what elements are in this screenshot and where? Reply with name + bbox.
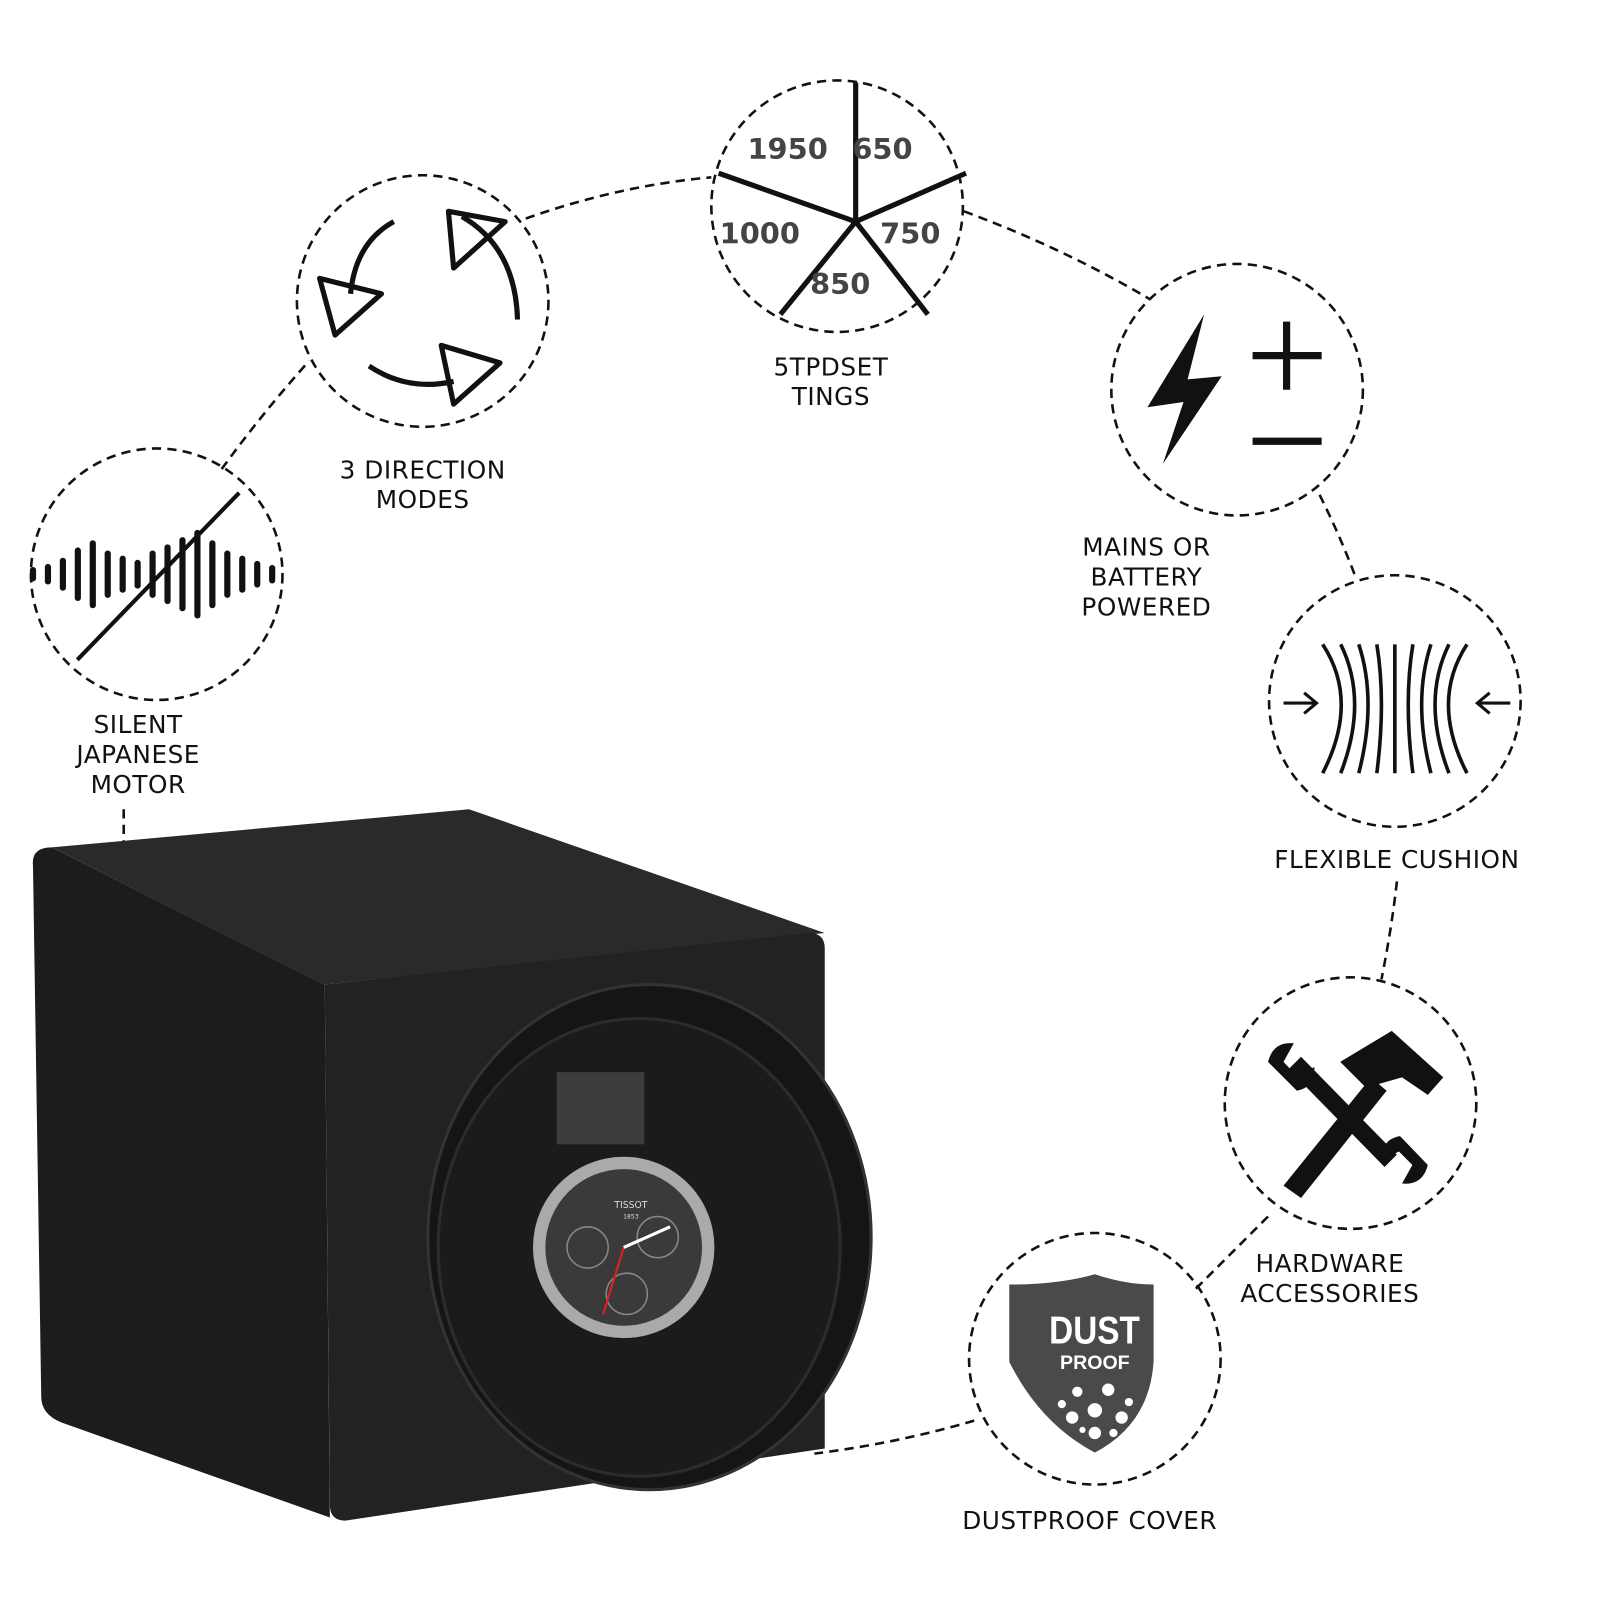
svg-text:TINGS: TINGS xyxy=(791,382,870,411)
connector xyxy=(963,210,1151,301)
shield-badge-text: PROOF xyxy=(1060,1352,1130,1374)
feature-label: JAPANESE xyxy=(74,740,200,769)
svg-text:3 DIRECTION: 3 DIRECTION xyxy=(340,455,506,484)
dashed-ring xyxy=(710,79,965,334)
watch-brand: TISSOT xyxy=(613,1200,647,1211)
feature-power: MAINS OR BATTERY POWERED xyxy=(1081,262,1365,621)
dashed-ring xyxy=(1110,262,1365,517)
dashed-ring xyxy=(1267,573,1522,829)
tpd-value: 850 xyxy=(810,267,870,301)
tpd-value: 750 xyxy=(880,216,940,250)
svg-text:POWERED: POWERED xyxy=(1081,592,1211,621)
dashed-ring xyxy=(295,173,550,429)
feature-label: 5TPDSET xyxy=(773,352,888,381)
connector-lines xyxy=(122,176,1399,1455)
feature-label: MAINS OR xyxy=(1082,533,1210,562)
lightning-icon xyxy=(1147,314,1222,464)
svg-text:MODES: MODES xyxy=(376,485,470,514)
flexible-cushion-icon xyxy=(1321,643,1469,775)
svg-text:ACCESSORIES: ACCESSORIES xyxy=(1240,1279,1419,1308)
svg-text:MAINS OR: MAINS OR xyxy=(1082,533,1210,562)
sound-wave-muted-icon xyxy=(29,529,276,619)
tpd-value: 1950 xyxy=(747,132,827,166)
tpd-pie-icon xyxy=(717,82,968,317)
inward-arrows-icon xyxy=(1283,691,1511,715)
feature-label: DUSTPROOF COVER xyxy=(962,1506,1217,1535)
dust-proof-shield-icon xyxy=(1009,1274,1154,1453)
feature-label: FLEXIBLE CUSHION xyxy=(1274,845,1519,874)
dashed-ring xyxy=(967,1231,1222,1486)
svg-text:SILENT: SILENT xyxy=(94,710,183,739)
connector xyxy=(1318,494,1357,578)
dust-particles-icon xyxy=(1057,1383,1133,1440)
svg-text:FLEXIBLE CUSHION: FLEXIBLE CUSHION xyxy=(1274,845,1519,874)
feature-hardware: HARDWARE ACCESSORIES xyxy=(1223,976,1478,1308)
plus-minus-icon xyxy=(1252,321,1322,445)
watch: TISSOT 1853 xyxy=(532,1156,715,1339)
connector xyxy=(814,1419,975,1455)
feature-cushion: FLEXIBLE CUSHION xyxy=(1267,573,1522,874)
feature-label: BATTERY xyxy=(1091,563,1203,592)
connector xyxy=(1194,1215,1269,1290)
feature-label: POWERED xyxy=(1081,592,1211,621)
feature-direction-modes: 3 DIRECTION MODES xyxy=(295,173,550,514)
feature-dustproof: DUST PROOF DUSTPROOF COVER xyxy=(962,1231,1222,1535)
feature-silent-motor: SILENT JAPANESE MOTOR xyxy=(29,447,284,799)
feature-label: 3 DIRECTION xyxy=(340,455,506,484)
dashed-ring xyxy=(1223,976,1478,1231)
feature-label: MODES xyxy=(376,485,470,514)
svg-text:5TPDSET: 5TPDSET xyxy=(773,352,888,381)
feature-label: ACCESSORIES xyxy=(1240,1279,1419,1308)
connector xyxy=(1380,881,1399,980)
feature-label: MOTOR xyxy=(91,770,186,799)
shield-badge-text: DUST xyxy=(1049,1308,1140,1352)
watch-strap xyxy=(556,1072,645,1145)
feature-label: TINGS xyxy=(791,382,870,411)
svg-text:JAPANESE: JAPANESE xyxy=(74,740,200,769)
svg-text:BATTERY: BATTERY xyxy=(1091,563,1203,592)
connector xyxy=(525,176,712,220)
feature-speed-settings: 1950 650 750 850 1000 5TPDSET TINGS xyxy=(710,79,968,411)
watch-year: 1853 xyxy=(623,1214,639,1221)
svg-text:DUSTPROOF COVER: DUSTPROOF COVER xyxy=(962,1506,1217,1535)
connector xyxy=(220,359,311,470)
wrench-hammer-icon xyxy=(1268,1030,1444,1198)
watch-winder-product: TISSOT 1853 xyxy=(32,809,873,1521)
rotation-arrows-icon xyxy=(317,208,521,407)
feature-label: HARDWARE xyxy=(1256,1249,1405,1278)
feature-label: SILENT xyxy=(94,710,183,739)
tpd-value: 650 xyxy=(852,132,912,166)
svg-text:MOTOR: MOTOR xyxy=(91,770,186,799)
tpd-value: 1000 xyxy=(720,216,800,250)
svg-text:HARDWARE: HARDWARE xyxy=(1256,1249,1405,1278)
